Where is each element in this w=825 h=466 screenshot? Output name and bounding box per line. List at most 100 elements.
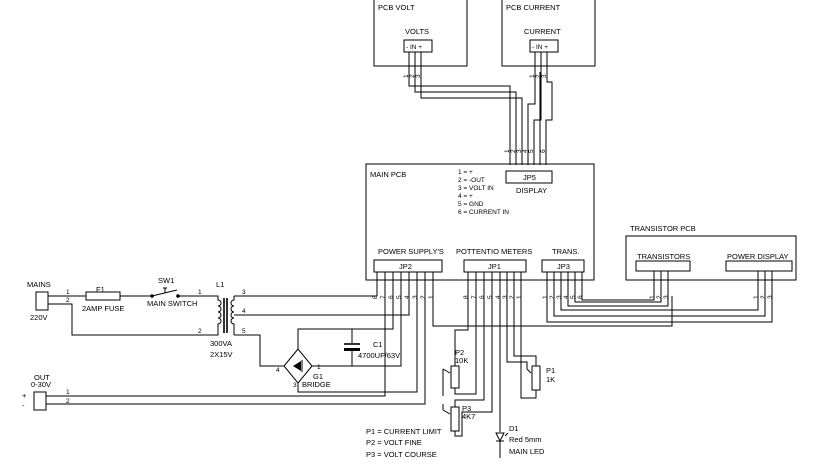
jp3-pin-2: 2 xyxy=(549,295,556,299)
jp3-connector xyxy=(541,259,585,273)
jp3-pin-4: 4 xyxy=(563,295,570,299)
pcb-current-pin-3: 3 xyxy=(541,74,548,78)
jp2-name: JP2 xyxy=(399,262,412,271)
jp1-connector xyxy=(463,259,527,273)
transformer-pin-2: 2 xyxy=(198,328,202,335)
bridge-diode-icon xyxy=(293,361,301,371)
jp5-pin-5: 5 xyxy=(528,149,535,153)
header-pins: 8 7 6 5 4 3 2 1 8 7 6 5 4 3 2 1 1 2 3 4 xyxy=(372,272,584,299)
pot-legend-p2: P2 = VOLT FINE xyxy=(366,438,422,447)
bridge-value: BRIDGE xyxy=(302,380,331,389)
pcb-volt-pin-2: 2 xyxy=(409,74,416,78)
power-display-connector xyxy=(725,260,793,272)
p2-body xyxy=(450,365,460,389)
jp2-connector xyxy=(373,259,443,273)
output-minus: - xyxy=(22,401,25,410)
bridge-pin-1: 1 xyxy=(317,364,321,371)
jp3-pin-6: 6 xyxy=(577,295,584,299)
p1-value: 1K xyxy=(546,375,555,384)
jp2-pin-2: 2 xyxy=(420,295,427,299)
transistors-pin-1: 1 xyxy=(649,295,656,299)
mains-pin-1: 1 xyxy=(66,289,70,296)
legend-line-6: 6 = CURRENT IN xyxy=(458,209,509,216)
mains-pin-2: 2 xyxy=(66,297,70,304)
mains-input: MAINS 220V 1 2 xyxy=(27,280,212,336)
jp2-pin-8: 8 xyxy=(372,295,379,299)
transformer: L1 1 2 3 4 5 300VA 2X15V xyxy=(198,280,410,367)
pcb-current-label: CURRENT xyxy=(524,27,561,36)
jp1-pin-8: 8 xyxy=(463,295,470,299)
pot-legend: P1 = CURRENT LIMIT P2 = VOLT FINE P3 = V… xyxy=(366,427,442,459)
mains-label: MAINS xyxy=(27,280,51,289)
jp2-pin-5: 5 xyxy=(396,295,403,299)
transistors-label: TRANSISTORS xyxy=(637,252,690,261)
jp2-pin-6: 6 xyxy=(388,295,395,299)
pcb-volt-board: PCB VOLT VOLTS - IN + 1 2 3 xyxy=(373,0,468,78)
capacitor-plate xyxy=(344,348,360,351)
transistors-connector xyxy=(635,260,691,272)
jp5-caption: DISPLAY xyxy=(516,186,547,195)
p3-ref: P3 xyxy=(462,404,471,413)
led-diode-icon xyxy=(495,432,505,443)
legend-line-4: 4 = + xyxy=(458,193,473,200)
pcb-volt-connector-label: - IN + xyxy=(406,44,422,51)
output-connector xyxy=(33,391,47,411)
transformer-rating: 300VA xyxy=(210,339,232,348)
output-terminal: OUT 0-30V + - 1 2 xyxy=(22,296,426,411)
transformer-pin-3: 3 xyxy=(242,289,246,296)
p1-wiper-icon xyxy=(526,368,532,374)
jp1-pin-5: 5 xyxy=(487,295,494,299)
bridge-rectifier: 4 3 1 G1 BRIDGE xyxy=(276,296,418,393)
jp1-pin-3: 3 xyxy=(502,295,509,299)
jp1-pin-7: 7 xyxy=(471,295,478,299)
jp3-header: TRANS. xyxy=(552,247,580,256)
jp5-pin-4: 4 xyxy=(522,149,529,153)
jp1-name: JP1 xyxy=(488,262,501,271)
jp1-pin-2: 2 xyxy=(509,295,516,299)
fuse-value: 2AMP FUSE xyxy=(82,304,124,313)
transistor-pcb-title: TRANSISTOR PCB xyxy=(630,224,696,233)
main-pcb-legend: 1 = + 2 = -OUT 3 = VOLT IN 4 = + 5 = GND… xyxy=(458,169,509,216)
bridge-pin-3: 3 xyxy=(293,382,297,389)
potentiometer-p3: P3 4K7 xyxy=(442,296,493,437)
pcb-current-board: PCB CURRENT CURRENT - IN + 1 2 3 xyxy=(501,0,596,78)
legend-line-5: 5 = GND xyxy=(458,201,484,208)
power-display-pin-3: 3 xyxy=(767,295,774,299)
main-pcb-board: MAIN PCB 1 = + 2 = -OUT 3 = VOLT IN 4 = … xyxy=(365,149,595,281)
main-pcb-title: MAIN PCB xyxy=(370,170,406,179)
jp5-pin-2: 2 xyxy=(510,149,517,153)
main-led: D1 Red 5mm MAIN LED xyxy=(495,296,545,458)
jp2-pin-3: 3 xyxy=(412,295,419,299)
jp5-name: JP5 xyxy=(523,173,536,182)
trans-wires xyxy=(432,296,773,327)
p3-wiper-icon xyxy=(442,409,451,415)
fuse-ref: F1 xyxy=(96,285,105,294)
jp5-pin-1: 1 xyxy=(504,149,511,153)
transistor-pcb-board: TRANSISTOR PCB TRANSISTORS POWER DISPLAY… xyxy=(625,224,797,299)
potentiometer-p1: P1 1K xyxy=(506,296,555,399)
pcb-volt-connector xyxy=(403,39,433,53)
power-display-pin-1: 1 xyxy=(753,295,760,299)
legend-line-2: 2 = -OUT xyxy=(458,177,485,184)
output-label: OUT xyxy=(34,373,50,382)
pcb-current-title: PCB CURRENT xyxy=(506,3,561,12)
transistors-pin-2: 2 xyxy=(656,295,663,299)
pcb-current-connector-label: - IN + xyxy=(532,44,548,51)
transformer-pin-5: 5 xyxy=(242,328,246,335)
p1-body xyxy=(531,365,541,391)
jp1-header: POTTENTIO METERS xyxy=(456,247,532,256)
led-caption: MAIN LED xyxy=(509,447,545,456)
power-display-label: POWER DISPLAY xyxy=(727,252,789,261)
jp2-pin-7: 7 xyxy=(380,295,387,299)
jp3-pin-5: 5 xyxy=(570,295,577,299)
mains-connector xyxy=(35,291,49,311)
bridge-pin-4: 4 xyxy=(276,367,280,374)
jp1-pin-1: 1 xyxy=(516,295,523,299)
jp3-pin-3: 3 xyxy=(556,295,563,299)
output-pin-1: 1 xyxy=(66,389,70,396)
p2-wiper-icon xyxy=(442,368,451,374)
jp5-pin-3: 3 xyxy=(516,149,523,153)
pcb-volt-label: VOLTS xyxy=(405,27,429,36)
power-display-pin-2: 2 xyxy=(760,295,767,299)
